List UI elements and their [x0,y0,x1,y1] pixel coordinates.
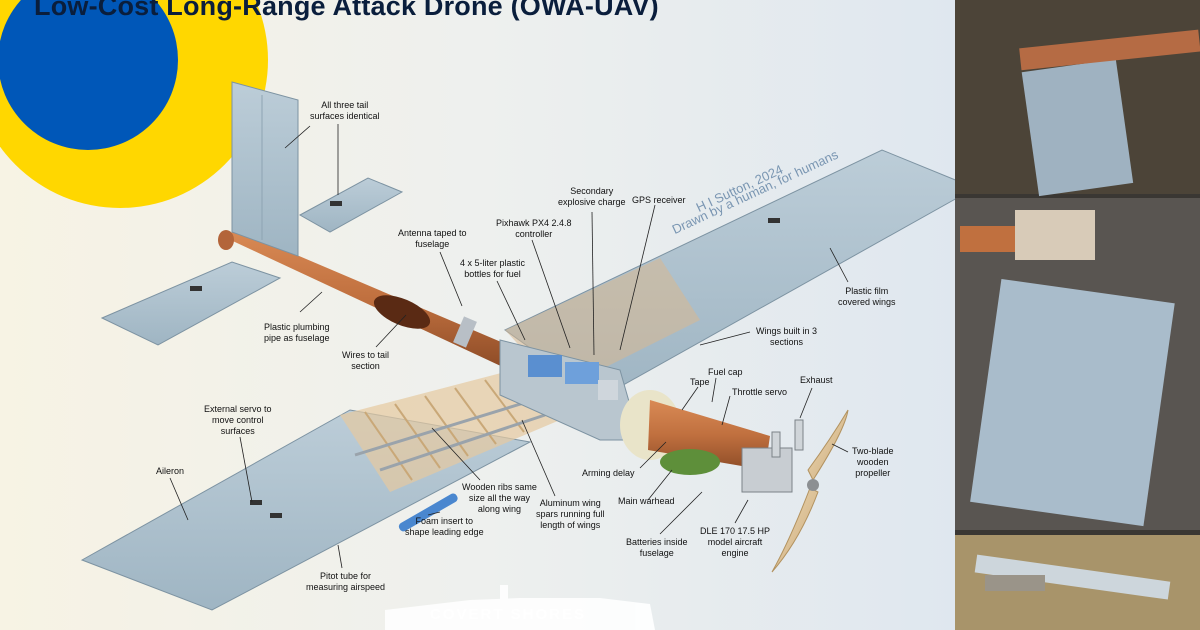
left-wing [80,372,560,611]
vertical-tail [231,81,299,257]
label-propeller: Two-blade wooden propeller [852,446,894,478]
label-tape: Tape [690,377,710,387]
photo-wreck-middle [955,198,1200,530]
label-main-warhead: Main warhead [618,496,675,506]
covert-shores-logo: COVERT SHORES [430,606,587,623]
label-plumbing-pipe: Plastic plumbing pipe as fuselage [264,322,330,343]
flag-blue-circle [0,0,178,150]
horizontal-tail [100,177,404,346]
page-title: Low-Cost Long-Range Attack Drone (OWA-UA… [34,0,659,21]
label-exhaust: Exhaust [800,375,833,385]
wires-cutaway [373,295,431,329]
label-wires-tail: Wires to tail section [342,350,390,371]
label-aluminum-spars: Aluminum wing spars running full length … [536,498,605,530]
label-plastic-film: Plastic film covered wings [838,286,896,307]
tail-boom [218,230,520,368]
covert-shores-logo-ship [385,585,655,630]
label-gps: GPS receiver [632,195,686,205]
label-aileron: Aileron [156,466,185,476]
fuselage [499,339,641,441]
label-arming-delay: Arming delay [582,468,635,478]
photo-wreck-bottom [955,535,1200,630]
leader-lines [169,124,849,569]
label-engine: DLE 170 17.5 HP model aircraft engine [700,526,771,558]
main-warhead [660,449,720,475]
label-pitot: Pitot tube for measuring airspeed [306,571,386,592]
label-external-servo: External servo to move control surfaces [204,404,272,436]
exhaust [794,419,804,451]
label-wing-sections: Wings built in 3 sections [756,326,818,347]
label-foam-insert: Foam insert to shape leading edge [405,516,484,537]
label-wooden-ribs: Wooden ribs same size all the way along … [462,482,537,514]
label-antenna: Antenna taped to fuselage [398,228,467,249]
label-batteries: Batteries inside fuselage [626,537,688,558]
label-fuel-bottles: 4 x 5-liter plastic bottles for fuel [460,258,526,279]
label-secondary-charge: Secondary explosive charge [558,186,626,207]
foam-insert [398,493,458,532]
photo-wreck-top [955,0,1200,194]
engine [741,447,793,493]
photo-panels [955,0,1200,630]
propeller [771,409,849,573]
label-fuel-cap: Fuel cap [708,367,743,377]
label-throttle-servo: Throttle servo [732,387,788,397]
label-tail-surfaces: All three tail surfaces identical [310,100,380,121]
label-pixhawk: Pixhawk PX4 2.4.8 controller [496,218,572,239]
